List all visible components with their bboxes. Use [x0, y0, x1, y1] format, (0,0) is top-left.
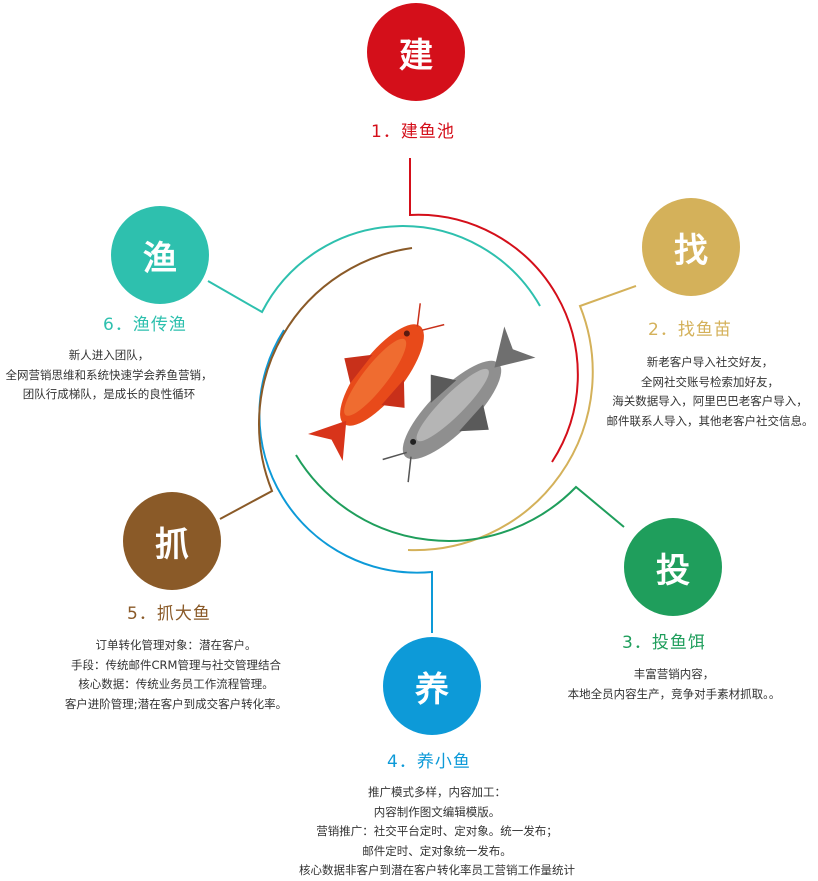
step-2-title: 2．找鱼苗 [648, 320, 732, 340]
step-3-line: 丰富营销内容， [633, 667, 715, 681]
step-2-zhao-icon: 找 [642, 198, 740, 296]
step-4-line: 内容制作图文编辑模版。 [373, 804, 501, 819]
step-4-line: 推广模式多样，内容加工： [368, 785, 506, 799]
step-5-line: 客户进阶管理;潜在客户到成交客户转化率。 [64, 696, 288, 711]
step-4-description: 推广模式多样，内容加工： 内容制作图文编辑模版。 营销推广：社交平台定时、定对象… [282, 783, 592, 881]
step-5-zhua-icon: 抓 [123, 492, 221, 590]
step-6-description: 新人进入团队， 全网营销思维和系统快速学会养鱼营销， 团队行成梯队，是成长的良性… [2, 346, 216, 405]
step-6-line: 团队行成梯队，是成长的良性循环 [22, 387, 196, 401]
step-4-line: 核心数据非客户到潜在客户转化率员工营销工作量统计 [299, 863, 575, 877]
step-6-yu-icon: 渔 [111, 206, 209, 304]
step-1-jian-icon: 建 [367, 3, 465, 101]
gray-koi-illustration [382, 326, 536, 483]
step-2-line: 邮件联系人导入，其他老客户社交信息。 [606, 413, 814, 428]
step-6-title: 6．渔传渔 [103, 315, 187, 335]
step-1-title: 1．建鱼池 [371, 122, 455, 142]
step-3-line: 本地全员内容生产，竞争对手素材抓取。。 [567, 686, 781, 701]
step-2-line: 海关数据导入，阿里巴巴老客户导入， [612, 394, 808, 408]
step-5-line: 订单转化管理对象：潜在客户。 [95, 638, 257, 652]
arc-teal [207, 225, 541, 314]
step-3-title: 3．投鱼饵 [622, 633, 706, 653]
step-5-line: 手段：传统邮件CRM管理与社交管理结合 [71, 657, 281, 672]
step-2-description: 新老客户导入社交好友， 全网社交账号检索加好友， 海关数据导入，阿里巴巴老客户导… [604, 353, 816, 431]
red-koi-illustration [308, 303, 445, 462]
step-4-line: 邮件定时、定对象统一发布。 [362, 843, 512, 858]
step-2-line: 全网社交账号检索加好友， [641, 374, 779, 389]
arc-gold [407, 285, 637, 552]
step-6-line: 全网营销思维和系统快速学会养鱼营销， [5, 367, 213, 382]
arc-red [409, 158, 579, 463]
step-4-line: 营销推广：社交平台定时、定对象。统一发布； [316, 824, 558, 838]
step-3-tou-icon: 投 [624, 518, 722, 616]
step-5-line: 核心数据：传统业务员工作流程管理。 [78, 677, 274, 691]
step-2-line: 新老客户导入社交好友， [646, 355, 774, 369]
arc-brown [219, 247, 413, 520]
step-5-description: 订单转化管理对象：潜在客户。 手段：传统邮件CRM管理与社交管理结合 核心数据：… [58, 636, 294, 714]
step-6-line: 新人进入团队， [68, 348, 150, 362]
step-4-yang-icon: 养 [383, 637, 481, 735]
arc-blue [258, 329, 433, 633]
arc-green [295, 454, 625, 542]
step-5-title: 5．抓大鱼 [127, 604, 211, 624]
step-3-description: 丰富营销内容， 本地全员内容生产，竞争对手素材抓取。。 [558, 665, 790, 704]
step-4-title: 4．养小鱼 [387, 752, 471, 772]
